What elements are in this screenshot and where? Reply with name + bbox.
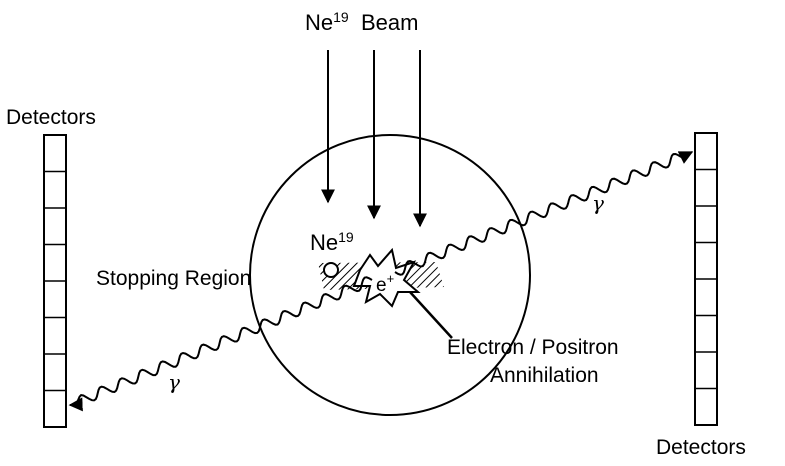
- detectors-left-label: Detectors: [6, 106, 96, 129]
- nucleus-element: Ne: [310, 230, 339, 255]
- gamma-label-left: γ: [168, 370, 180, 394]
- annihilation-label-line2: Annihilation: [490, 364, 599, 387]
- positron-symbol: e: [376, 275, 387, 296]
- ne19-nucleus: [323, 262, 339, 278]
- stopping-region-label: Stopping Region: [96, 267, 252, 290]
- beam-arrows: [321, 50, 427, 228]
- positron-charge: +: [386, 271, 395, 286]
- target-chamber-circle: [249, 134, 531, 416]
- annihilation-label-line1: Electron / Positron: [447, 336, 619, 359]
- beam-mass-number: 19: [333, 9, 349, 25]
- annihilation-burst: [352, 247, 421, 308]
- gamma-label-right: γ: [592, 191, 604, 215]
- gamma-ray-right: [394, 151, 694, 276]
- positron-label: e+: [376, 272, 394, 296]
- nucleus-mass-number: 19: [338, 229, 354, 245]
- beam-word: Beam: [360, 10, 419, 35]
- beam-label: Ne19 Beam: [305, 9, 419, 35]
- left-detector-column: [43, 134, 67, 428]
- gamma-ray-left: [68, 276, 373, 412]
- right-detector-column: [694, 132, 718, 426]
- annihilation-pointer: [409, 291, 453, 339]
- detectors-right-label: Detectors: [656, 436, 746, 459]
- beam-element: Ne: [305, 10, 334, 35]
- nucleus-label: Ne19: [310, 229, 354, 255]
